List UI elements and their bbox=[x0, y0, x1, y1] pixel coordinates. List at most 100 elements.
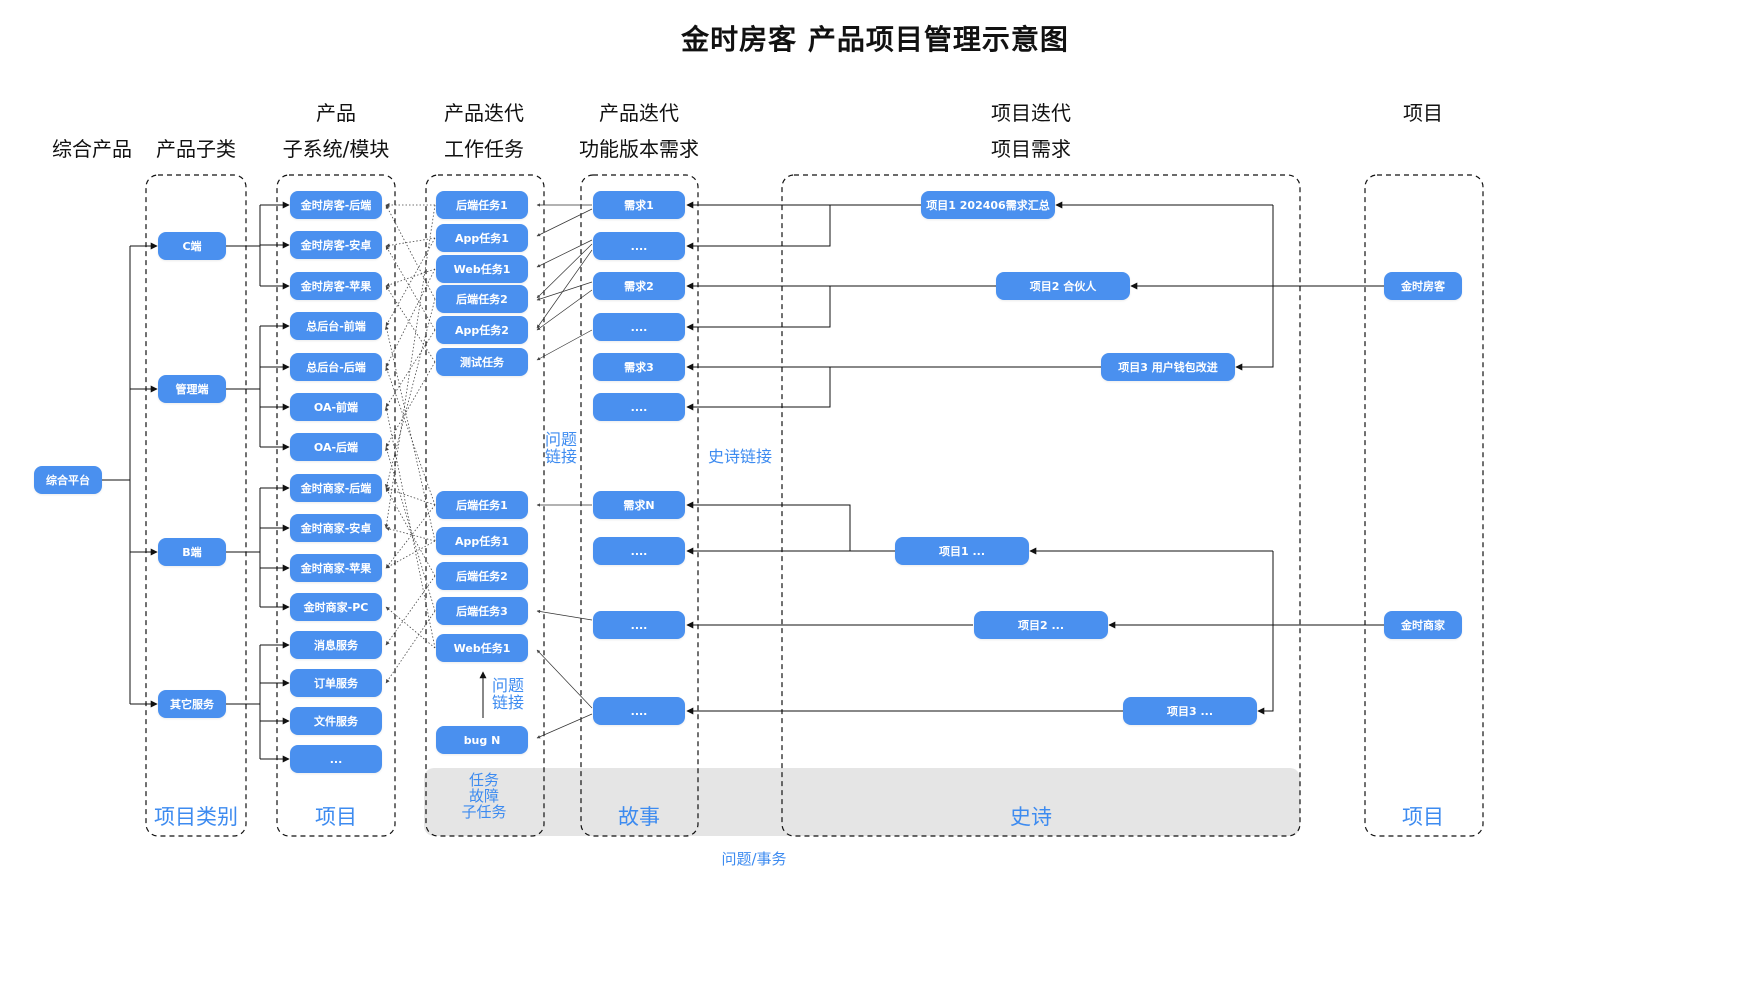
header-story-bottom: 功能版本需求 bbox=[579, 137, 699, 161]
node-task[interactable]: 后端任务3 bbox=[436, 597, 528, 625]
node-module[interactable]: OA-前端 bbox=[290, 393, 382, 421]
node-module[interactable]: 金时房客-苹果 bbox=[290, 272, 382, 300]
link-task-module bbox=[385, 610, 436, 684]
node-module[interactable]: 金时房客-安卓 bbox=[290, 231, 382, 259]
link-story-task bbox=[536, 249, 593, 329]
node-module[interactable]: OA-后端 bbox=[290, 433, 382, 461]
node-task[interactable]: App任务1 bbox=[436, 224, 528, 252]
link-story-task bbox=[536, 329, 593, 361]
link-task-module bbox=[385, 361, 436, 448]
node-module[interactable]: 总后台-后端 bbox=[290, 353, 382, 381]
node-task[interactable]: bug N bbox=[436, 726, 528, 754]
node-task[interactable]: 后端任务2 bbox=[436, 562, 528, 590]
node-module[interactable]: 金时商家-PC bbox=[290, 593, 382, 621]
header-product-top: 产品 bbox=[316, 101, 356, 125]
diagram-title: 金时房客 产品项目管理示意图 bbox=[681, 23, 1069, 56]
header-comprehensive: 综合产品 bbox=[52, 137, 132, 161]
link-story-task bbox=[536, 289, 593, 331]
bottom-label-issue: 问题/事务 bbox=[721, 850, 787, 868]
node-task[interactable]: 后端任务2 bbox=[436, 285, 528, 313]
node-project[interactable]: 金时房客 bbox=[1384, 272, 1462, 300]
frame-category bbox=[145, 174, 247, 837]
node-task[interactable]: App任务1 bbox=[436, 527, 528, 555]
frame-task bbox=[425, 174, 545, 837]
link-task-module bbox=[385, 268, 436, 287]
link-epic2-story4 bbox=[686, 286, 831, 331]
node-category[interactable]: 管理端 bbox=[158, 375, 226, 403]
node-task[interactable]: 后端任务1 bbox=[436, 491, 528, 519]
link-task-module bbox=[384, 325, 436, 542]
link-epic3-story6 bbox=[686, 367, 831, 411]
node-module[interactable]: 金时商家-安卓 bbox=[290, 514, 382, 542]
link-task-module bbox=[385, 487, 436, 506]
frame-project bbox=[1364, 174, 1484, 837]
node-epic[interactable]: 项目2 合伙人 bbox=[996, 272, 1130, 300]
link-task-module bbox=[384, 298, 436, 489]
bottom-label-story: 故事 bbox=[618, 805, 660, 829]
bottom-label-task: 任务故障子任务 bbox=[461, 771, 507, 821]
node-story[interactable]: 需求2 bbox=[593, 272, 685, 300]
node-epic[interactable]: 项目3 ... bbox=[1123, 697, 1257, 725]
link-task-module bbox=[384, 406, 436, 649]
node-category[interactable]: C端 bbox=[158, 232, 226, 260]
node-story[interactable]: .... bbox=[593, 697, 685, 725]
node-category[interactable]: B端 bbox=[158, 538, 226, 566]
link-task-module bbox=[385, 575, 436, 646]
link-task-module bbox=[385, 504, 436, 569]
node-module[interactable]: 总后台-前端 bbox=[290, 312, 382, 340]
node-story[interactable]: .... bbox=[593, 393, 685, 421]
node-module[interactable]: ... bbox=[290, 745, 382, 773]
bottom-label-category: 项目类别 bbox=[154, 805, 238, 829]
link-story-task bbox=[536, 243, 593, 299]
node-module[interactable]: 金时房客-后端 bbox=[290, 191, 382, 219]
link-story-task bbox=[536, 239, 593, 268]
node-module[interactable]: 金时商家-苹果 bbox=[290, 554, 382, 582]
header-epic-bottom: 项目需求 bbox=[991, 137, 1071, 161]
node-epic[interactable]: 项目1 ... bbox=[895, 537, 1029, 565]
node-story[interactable]: 需求1 bbox=[593, 191, 685, 219]
link-task-module bbox=[385, 204, 436, 300]
node-task[interactable]: 后端任务1 bbox=[436, 191, 528, 219]
node-task[interactable]: 测试任务 bbox=[436, 348, 528, 376]
link-proj2-epic6 bbox=[1257, 551, 1274, 715]
node-epic[interactable]: 项目3 用户钱包改进 bbox=[1101, 353, 1235, 381]
annotation-epic-link: 史诗链接 bbox=[707, 447, 773, 466]
node-story[interactable]: .... bbox=[593, 232, 685, 260]
node-epic[interactable]: 项目2 ... bbox=[974, 611, 1108, 639]
link-task-module bbox=[385, 487, 436, 577]
node-epic[interactable]: 项目1 202406需求汇总 bbox=[921, 191, 1055, 219]
header-story-top: 产品迭代 bbox=[599, 101, 679, 125]
frame-story bbox=[580, 174, 699, 837]
node-task[interactable]: App任务2 bbox=[436, 316, 528, 344]
frame-module bbox=[276, 174, 396, 837]
node-module[interactable]: 消息服务 bbox=[290, 631, 382, 659]
node-root[interactable]: 综合平台 bbox=[34, 466, 102, 494]
node-module[interactable]: 金时商家-后端 bbox=[290, 474, 382, 502]
node-module[interactable]: 订单服务 bbox=[290, 669, 382, 697]
link-story-task bbox=[536, 281, 593, 301]
link-task-module bbox=[385, 268, 436, 368]
link-epic1-story2 bbox=[686, 205, 831, 250]
node-story[interactable]: .... bbox=[593, 611, 685, 639]
header-task-top: 产品迭代 bbox=[444, 101, 524, 125]
link-task-module bbox=[385, 285, 436, 363]
header-product-bottom: 子系统/模块 bbox=[282, 137, 390, 161]
node-story[interactable]: .... bbox=[593, 313, 685, 341]
link-task-module bbox=[385, 366, 436, 506]
annotation-issue-link-lower: 问题链接 bbox=[491, 676, 525, 712]
node-module[interactable]: 文件服务 bbox=[290, 707, 382, 735]
node-story[interactable]: 需求3 bbox=[593, 353, 685, 381]
link-task-module bbox=[385, 526, 436, 542]
header-task-bottom: 工作任务 bbox=[444, 137, 524, 161]
bottom-label-epic: 史诗 bbox=[1010, 805, 1052, 829]
node-story[interactable]: 需求N bbox=[593, 491, 685, 519]
node-category[interactable]: 其它服务 bbox=[158, 690, 226, 718]
link-task-module bbox=[385, 606, 436, 649]
link-task-module bbox=[385, 446, 436, 612]
node-task[interactable]: Web任务1 bbox=[436, 255, 528, 283]
header-subcategory: 产品子类 bbox=[156, 137, 236, 161]
node-project[interactable]: 金时商家 bbox=[1384, 611, 1462, 639]
node-story[interactable]: .... bbox=[593, 537, 685, 565]
link-task-module bbox=[384, 204, 436, 529]
node-task[interactable]: Web任务1 bbox=[436, 634, 528, 662]
